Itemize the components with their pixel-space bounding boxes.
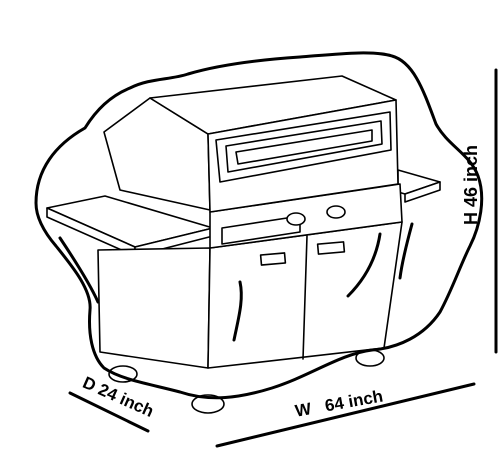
grill-cabinet	[97, 221, 403, 369]
left-door-handle	[259, 252, 287, 266]
depth-dimension-line	[68, 391, 150, 433]
grill-wheels	[108, 349, 385, 414]
dimension-lines	[68, 68, 498, 448]
control-knob-right	[326, 205, 346, 219]
grill-hood	[103, 75, 399, 213]
right-side-shelf	[397, 169, 441, 203]
grill-cover-outline	[34, 51, 484, 400]
control-panel	[209, 183, 403, 249]
grill-illustration	[46, 75, 441, 414]
width-dimension-line	[215, 382, 476, 448]
height-label: H 46 inch	[461, 145, 481, 225]
control-knob-left	[286, 212, 306, 226]
right-door-handle	[316, 241, 346, 255]
